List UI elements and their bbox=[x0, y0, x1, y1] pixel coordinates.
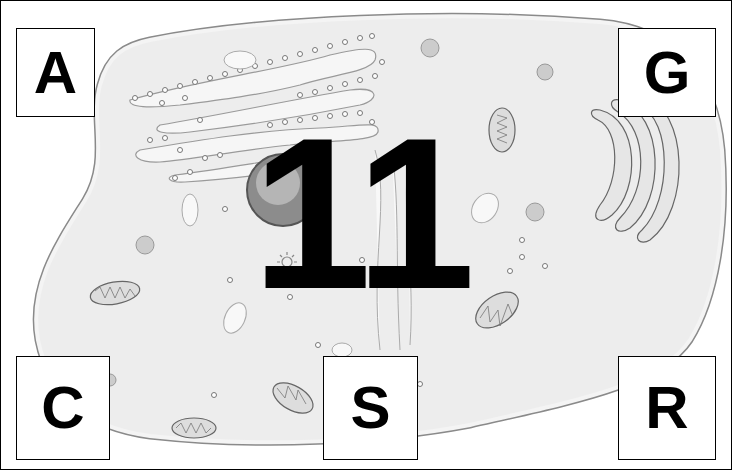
letter-label: S bbox=[350, 378, 390, 438]
callout-number: 11 bbox=[252, 106, 471, 321]
letter-label: C bbox=[41, 378, 84, 438]
letter-box: S bbox=[323, 356, 418, 460]
letter-label: R bbox=[645, 378, 688, 438]
letter-box: C bbox=[16, 356, 110, 460]
letter-box: A bbox=[16, 28, 95, 117]
letter-box: R bbox=[618, 356, 716, 460]
letter-label: A bbox=[34, 43, 77, 103]
letter-label: G bbox=[644, 43, 691, 103]
letter-box: G bbox=[618, 28, 716, 117]
